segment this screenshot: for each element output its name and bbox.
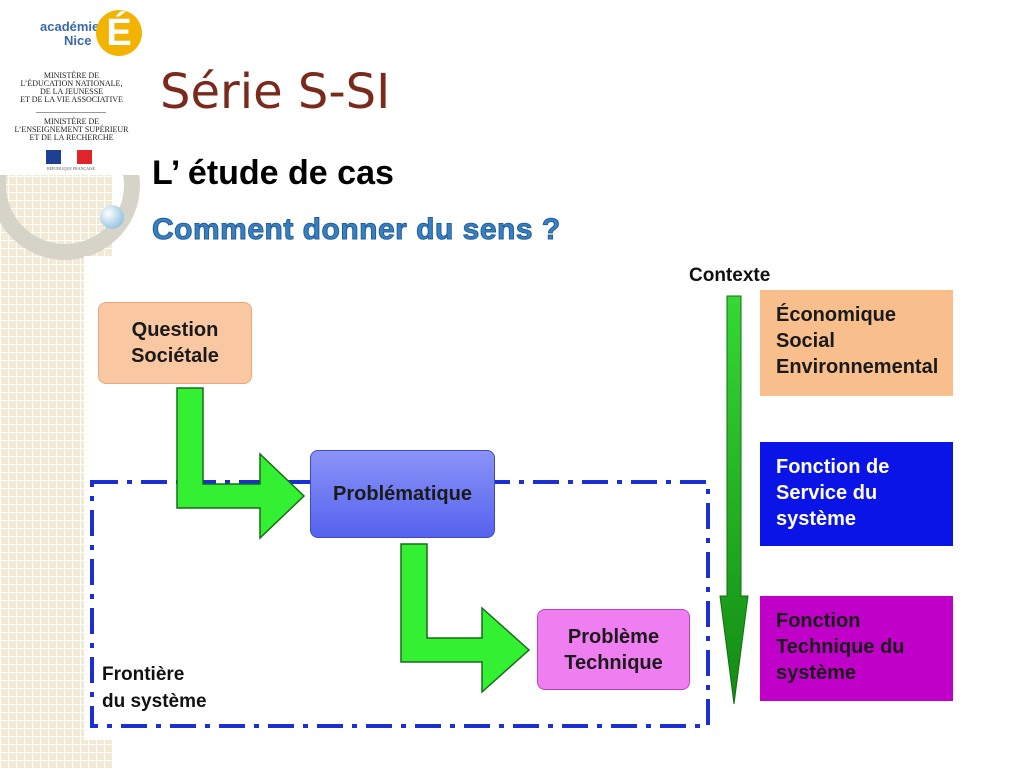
- french-flag-icon: [46, 150, 92, 164]
- ministry-education-text: MINISTÈRE DE L’ÉDUCATION NATIONALE, DE L…: [20, 71, 123, 104]
- academie-e-logo: É: [96, 10, 142, 56]
- context-arrow: [719, 295, 749, 705]
- flag-caption: RÉPUBLIQUE FRANÇAISE: [46, 166, 96, 171]
- slide-subtitle: L’ étude de cas: [152, 154, 394, 192]
- academie-wordmark: académie Nice: [40, 19, 100, 48]
- academie-logo: académie Nice É MINISTÈRE DE L’ÉDUCATION…: [0, 0, 143, 175]
- context-box-economique: Économique Social Environnemental: [760, 290, 953, 396]
- flow-arrow-1: [176, 387, 306, 540]
- slide-title: Série S-SI: [160, 64, 391, 120]
- node-question-societale: Question Sociétale: [98, 302, 252, 384]
- context-label: Contexte: [689, 265, 771, 286]
- node-probleme-technique: Problème Technique: [537, 609, 690, 690]
- context-box-fonction-service: Fonction de Service du système: [760, 442, 953, 546]
- flow-arrow-2: [400, 543, 531, 694]
- slide-question: Comment donner du sens ?: [152, 213, 561, 247]
- node-problematique: Problématique: [310, 450, 495, 538]
- ministry-research-text: MINISTÈRE DE L’ENSEIGNEMENT SUPÉRIEUR ET…: [14, 117, 129, 142]
- boundary-label: Frontière du système: [102, 664, 207, 712]
- diagram-area: Contexte Question Sociétale Problématiqu…: [84, 256, 984, 740]
- decorative-bead: [100, 205, 124, 229]
- context-box-fonction-technique: Fonction Technique du système: [760, 596, 953, 701]
- ministry-divider: [36, 112, 106, 113]
